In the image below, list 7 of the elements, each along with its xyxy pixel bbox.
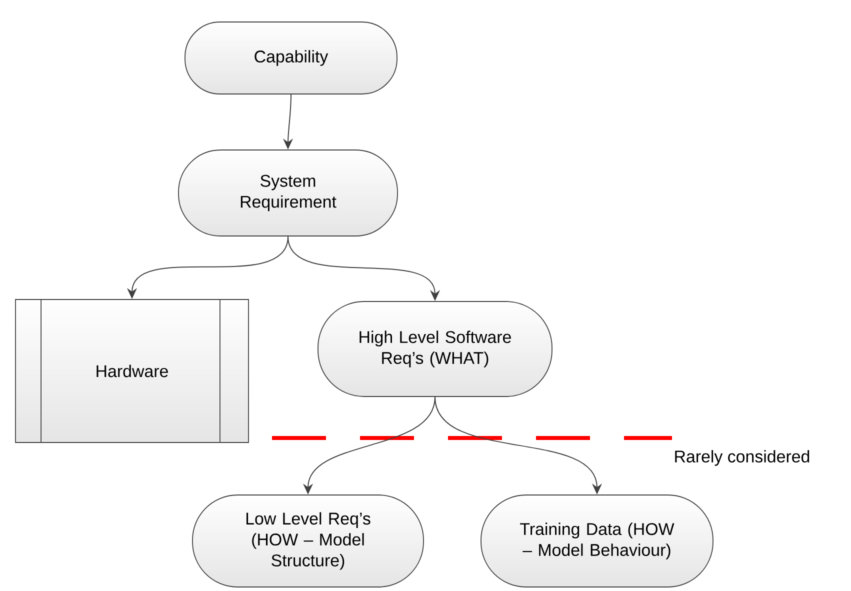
terminal-box: Capability [184,22,398,94]
terminal-box: Training Data (HOW – Model Behaviour) [480,494,714,588]
note-text: Rarely considered [675,450,810,466]
terminal-box: System Requirement [178,150,398,236]
terminal-box: High Level Software Req’s (WHAT) [318,301,552,397]
process-box: Hardware [15,298,249,444]
terminal-box: Low Level Req’s (HOW – Model Structure) [192,494,424,588]
